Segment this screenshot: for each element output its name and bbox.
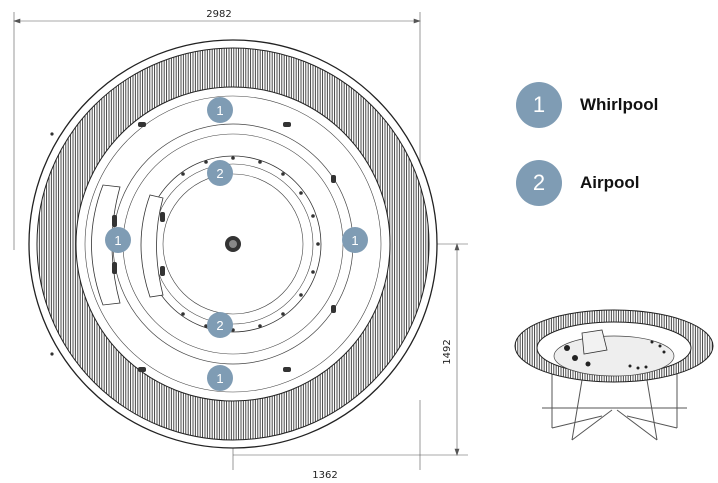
air-marker: 2 (207, 160, 233, 186)
legend-label: Whirlpool (580, 95, 659, 114)
svg-text:1: 1 (216, 103, 223, 118)
offset-dimension-label: 1362 (312, 470, 337, 481)
svg-text:2: 2 (216, 318, 223, 333)
legend-label: Airpool (580, 173, 640, 192)
air-marker: 2 (207, 312, 233, 338)
tub-perspective-image (514, 309, 714, 441)
tub-plan-view (28, 39, 438, 449)
svg-text:1: 1 (216, 371, 223, 386)
jet-marker: 1 (207, 365, 233, 391)
width-dimension-label: 2982 (206, 9, 231, 20)
legend-badge: 1 (516, 82, 562, 128)
depth-dimension-label: 1492 (442, 339, 453, 364)
dimension-depth (233, 243, 468, 456)
legend-item-airpool: 2 Airpool (516, 160, 716, 206)
dimension-width (13, 12, 421, 250)
svg-text:1: 1 (114, 233, 121, 248)
jet-marker: 1 (342, 227, 368, 253)
svg-text:2: 2 (216, 166, 223, 181)
jet-marker: 1 (105, 227, 131, 253)
jet-marker: 1 (207, 97, 233, 123)
legend-badge: 2 (516, 160, 562, 206)
svg-text:1: 1 (351, 233, 358, 248)
legend-item-whirlpool: 1 Whirlpool (516, 82, 716, 128)
